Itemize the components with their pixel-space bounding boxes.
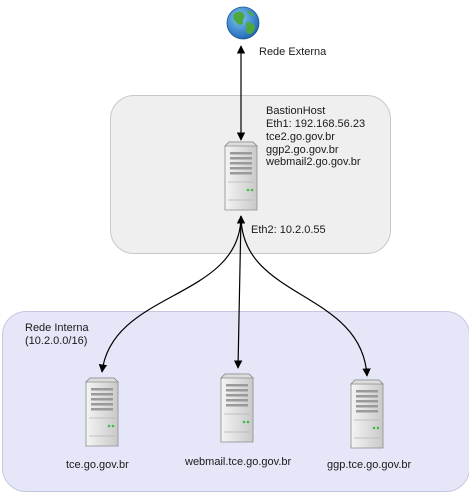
- bastion-host-tce2: tce2.go.gov.br: [266, 131, 335, 143]
- internal-network-title: Rede Interna: [25, 322, 89, 334]
- internal-network-subnet: (10.2.0.0/16): [25, 335, 88, 347]
- server-label-tce: tce.go.gov.br: [66, 459, 129, 471]
- link-ggp: [240, 215, 371, 377]
- server-icon: [85, 377, 119, 447]
- link-webmail: [233, 215, 243, 369]
- server-label-ggp: ggp.tce.go.gov.br: [327, 459, 412, 471]
- server-icon: [224, 141, 258, 211]
- bastion-eth1: Eth1: 192.168.56.23: [266, 118, 366, 130]
- server-icon: [220, 373, 254, 443]
- globe-icon: [226, 6, 260, 40]
- bastion-host-ggp2: ggp2.go.gov.br: [266, 144, 339, 156]
- bastion-eth2: Eth2: 10.2.0.55: [251, 224, 326, 236]
- server-icon: [350, 379, 384, 449]
- bastion-host-webmail2: webmail2.go.gov.br: [266, 156, 361, 168]
- link-tce: [98, 215, 246, 373]
- bastion-title: BastionHost: [266, 105, 326, 117]
- external-network-label: Rede Externa: [259, 46, 327, 58]
- server-label-webmail: webmail.tce.go.gov.br: [185, 456, 292, 468]
